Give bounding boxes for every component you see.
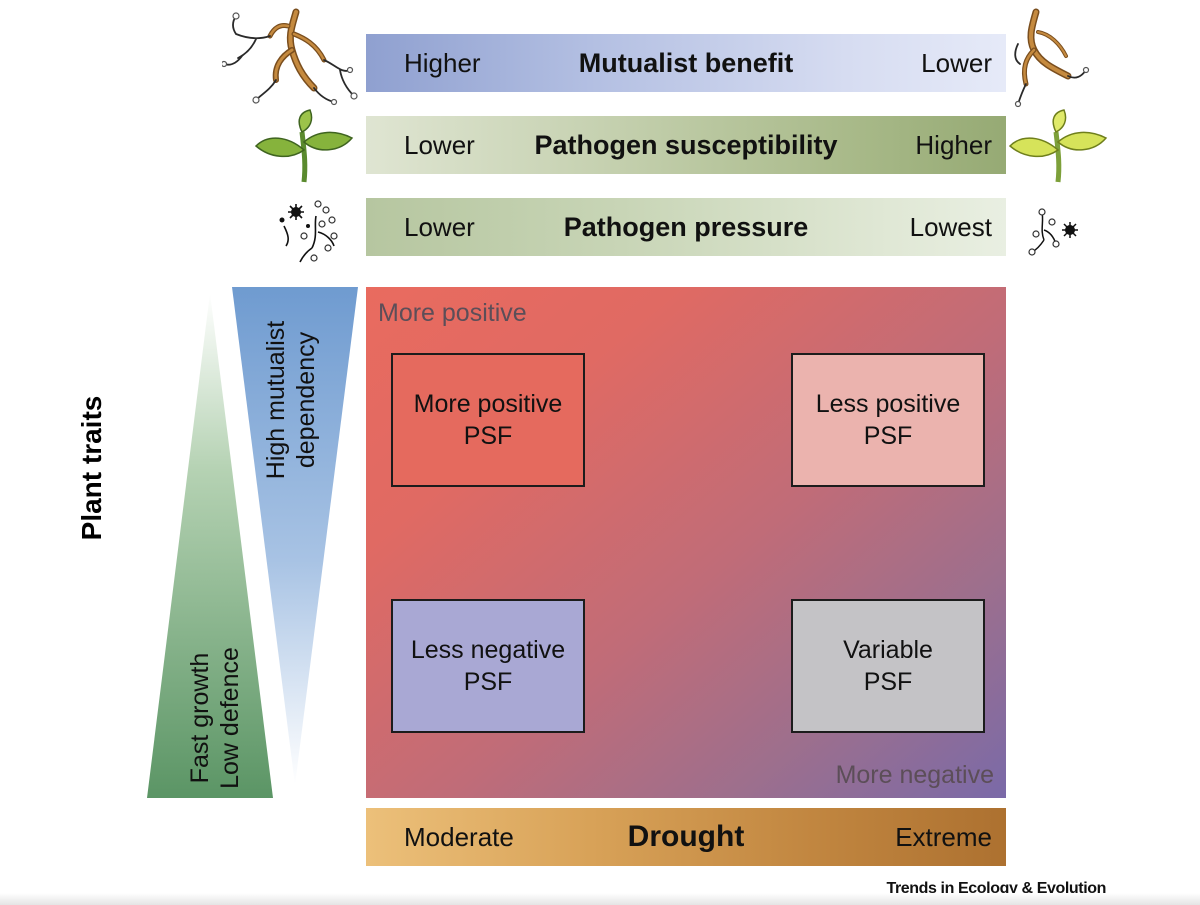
band-right-label: Higher (915, 129, 992, 160)
root-mycorrhiza-icon (222, 8, 358, 106)
pathogen-pressure-band: Lower Pathogen pressure Lowest (366, 198, 1006, 256)
pathogen-spores-icon (1028, 208, 1078, 256)
drought-band: Moderate Drought Extreme (366, 808, 1006, 866)
pathogen-susceptibility-band: Lower Pathogen susceptibility Higher (366, 116, 1006, 174)
band-left-label: Lower (404, 211, 475, 242)
seedling-icon (254, 109, 354, 183)
psf-box-less-positive: Less positive PSF (791, 353, 985, 487)
label-line: Fast growth (186, 652, 214, 784)
psf-gradient-panel: More positive More negative More positiv… (366, 287, 1006, 798)
box-line: PSF (463, 422, 513, 450)
root-mycorrhiza-icon (1014, 8, 1090, 108)
corner-label-top: More positive (378, 299, 527, 327)
label-line: High mutualist (262, 320, 290, 480)
mutualist-dependency-triangle (232, 287, 358, 785)
psf-box-more-positive: More positive PSF (391, 353, 585, 487)
trait-triangles (147, 287, 358, 798)
band-title: Pathogen pressure (563, 211, 809, 242)
box-line: PSF (863, 668, 913, 696)
band-right-label: Extreme (895, 821, 992, 852)
band-right-label: Lowest (909, 211, 992, 242)
label-line: dependency (292, 331, 320, 469)
band-title: Pathogen susceptibility (534, 129, 838, 160)
band-left-label: Higher (404, 47, 481, 78)
band-title: Drought (627, 820, 745, 853)
band-right-label: Lower (921, 47, 992, 78)
psf-box-less-negative: Less negative PSF (391, 599, 585, 733)
band-left-label: Lower (404, 129, 475, 160)
journal-source-label: Trends in Ecology & Evolution (886, 880, 1106, 897)
label-line: Low defence (216, 647, 244, 789)
box-line: Less negative (410, 636, 566, 664)
mutualist-dependency-label: High mutualist dependency (261, 300, 321, 500)
box-line: Variable (843, 636, 933, 664)
plant-traits-label: Plant traits (76, 395, 107, 541)
box-line: PSF (463, 668, 513, 696)
mutualist-benefit-band: Higher Mutualist benefit Lower (366, 34, 1006, 92)
psf-box-variable: Variable PSF (791, 599, 985, 733)
growth-defence-triangle (147, 293, 273, 798)
growth-defence-label: Fast growth Low defence (185, 618, 245, 818)
bottom-shadow (0, 893, 1200, 905)
pathogen-spores-icon (279, 200, 338, 263)
box-line: Less positive (815, 390, 961, 418)
box-line: More positive (413, 390, 563, 418)
box-line: PSF (863, 422, 913, 450)
band-title: Mutualist benefit (578, 47, 794, 78)
band-left-label: Moderate (404, 821, 514, 852)
corner-label-bottom: More negative (835, 761, 994, 789)
seedling-icon (1008, 109, 1108, 183)
